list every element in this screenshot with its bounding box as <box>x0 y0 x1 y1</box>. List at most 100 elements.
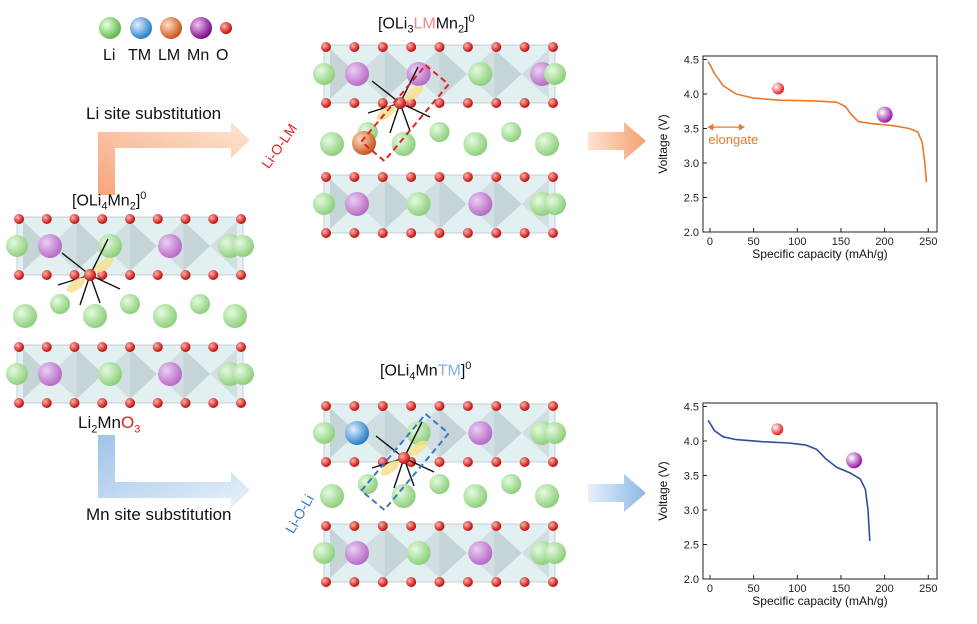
o-atom <box>406 401 417 411</box>
li-legend-icon <box>99 17 121 39</box>
o-atom <box>377 172 388 182</box>
tm-legend-icon <box>130 17 152 39</box>
o-atom <box>321 98 331 108</box>
o-atom <box>349 172 360 182</box>
legend-label-mn: Mn <box>187 47 210 64</box>
bond-line <box>89 238 109 276</box>
center-o-atom <box>394 97 406 109</box>
o-atom <box>125 398 135 408</box>
o-atom <box>548 172 558 182</box>
o-atom <box>180 342 191 352</box>
voltage-curve <box>707 61 928 183</box>
o-atom <box>349 457 360 467</box>
li-atom <box>468 62 493 86</box>
right-arrow-top <box>588 122 646 160</box>
o-atom <box>434 228 445 238</box>
li-atom <box>357 474 378 494</box>
o-atom <box>14 342 24 352</box>
center-o-atom <box>84 269 96 281</box>
plot-frame <box>702 402 938 580</box>
x-tick-label: 0 <box>707 236 713 248</box>
o-atom <box>491 521 502 531</box>
o-atom <box>236 214 246 224</box>
y-tick-label: 3.0 <box>684 505 699 517</box>
mn-substitution-arrow <box>98 435 250 508</box>
o-atom <box>14 398 24 408</box>
mn-atom <box>345 541 369 565</box>
o-atom <box>519 521 530 531</box>
mn-atom <box>468 192 493 216</box>
o-atom <box>434 521 445 531</box>
orbital-lobe <box>408 440 428 456</box>
li-atom <box>544 63 566 85</box>
o-atom <box>548 42 558 52</box>
o-atom <box>462 401 473 411</box>
o-atom <box>152 214 163 224</box>
x-tick-label: 250 <box>919 583 937 595</box>
o-atom <box>519 228 530 238</box>
o-atom <box>548 521 558 531</box>
mn-atom <box>468 421 493 445</box>
li-atom <box>153 304 177 328</box>
o-atom <box>519 172 530 182</box>
o-atom <box>462 172 473 182</box>
plot-frame <box>702 55 938 233</box>
li-atom <box>83 304 107 328</box>
li-atom <box>406 541 431 565</box>
li-atom <box>463 132 488 156</box>
y-tick-label: 3.5 <box>684 470 699 482</box>
o-atom <box>377 98 388 108</box>
octahedron-face <box>330 408 358 458</box>
mn-atom <box>38 234 62 258</box>
li-atom <box>406 421 431 445</box>
branch-arrows <box>98 122 250 508</box>
o-atom <box>41 398 52 408</box>
li-atom <box>320 484 344 508</box>
o-atom <box>69 214 80 224</box>
octahedron-face <box>183 221 211 271</box>
y-tick-label: 4.5 <box>684 401 699 413</box>
x-axis-label: Specific capacity (mAh/g) <box>752 594 887 608</box>
o-atom <box>208 398 219 408</box>
o-atom <box>434 98 445 108</box>
o-atom <box>462 577 473 587</box>
li-atom <box>232 363 254 385</box>
li-atom <box>406 192 431 216</box>
o-atom <box>125 214 135 224</box>
o-atom <box>349 577 360 587</box>
o-atom <box>462 228 473 238</box>
octahedron-face <box>384 528 413 578</box>
x-tick-label: 50 <box>748 236 760 248</box>
o-atom <box>125 270 135 280</box>
legend-label-tm: TM <box>128 47 152 64</box>
li-atom <box>98 234 122 258</box>
octahedron-face <box>330 528 358 578</box>
o-atom <box>377 577 388 587</box>
orbital-lobe <box>380 460 400 476</box>
o-atom <box>434 172 445 182</box>
octahedron-face <box>330 179 358 229</box>
o-atom <box>41 214 52 224</box>
octahedron-face <box>494 49 522 99</box>
o-atom <box>69 398 80 408</box>
x-tick-label: 100 <box>788 583 806 595</box>
octahedron-face <box>76 349 104 399</box>
orbital-lobe <box>404 85 424 101</box>
octahedron-face <box>384 408 413 458</box>
li-atom <box>313 193 335 215</box>
li-atom <box>463 484 488 508</box>
o-atom <box>491 98 502 108</box>
li2mno3-label: Li2MnO3 <box>78 413 141 436</box>
mn-redox-marker <box>846 452 863 469</box>
mn-redox-marker <box>876 106 893 123</box>
o-atom <box>349 521 360 531</box>
mn-atom <box>38 362 62 386</box>
o-atom <box>406 577 417 587</box>
o-atom <box>462 42 473 52</box>
li-substitution-label: Li site substitution <box>86 104 222 123</box>
li-atom <box>501 474 522 494</box>
o-atom <box>236 398 246 408</box>
o-atom <box>321 172 331 182</box>
voltage-curve <box>707 419 871 542</box>
li-atom <box>501 122 522 142</box>
